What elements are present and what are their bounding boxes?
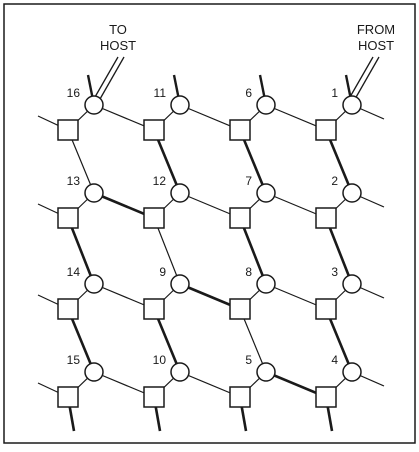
node-label-3: 3	[331, 265, 338, 279]
to-host-label-line2: HOST	[100, 38, 136, 53]
switch-square	[58, 208, 78, 228]
processor-node-13	[85, 184, 103, 202]
node-label-11: 11	[154, 86, 167, 100]
processor-node-12	[171, 184, 189, 202]
processor-node-6	[257, 96, 275, 114]
node-label-9: 9	[159, 265, 166, 279]
switch-square	[58, 120, 78, 140]
node-label-12: 12	[153, 174, 167, 188]
node-label-2: 2	[331, 174, 338, 188]
switch-square	[58, 387, 78, 407]
node-label-7: 7	[245, 174, 252, 188]
to-host-label-line1: TO	[109, 22, 127, 37]
network-nodes: 16 11 6 1 13 12 7 2 14 9 8 3 15 10 5 4	[58, 86, 361, 407]
from-host-label-line1: FROM	[357, 22, 395, 37]
switch-square	[316, 208, 336, 228]
processor-node-1	[343, 96, 361, 114]
switch-square	[316, 299, 336, 319]
processor-node-10	[171, 363, 189, 381]
node-label-5: 5	[245, 353, 252, 367]
to-host-link	[95, 57, 124, 99]
from-host-link	[350, 57, 379, 99]
switch-square	[316, 120, 336, 140]
processor-node-2	[343, 184, 361, 202]
processor-node-5	[257, 363, 275, 381]
node-label-4: 4	[331, 353, 338, 367]
switch-square	[316, 387, 336, 407]
node-label-8: 8	[245, 265, 252, 279]
processor-node-14	[85, 275, 103, 293]
processor-node-7	[257, 184, 275, 202]
node-label-15: 15	[67, 353, 81, 367]
processor-node-16	[85, 96, 103, 114]
from-host-label-line2: HOST	[358, 38, 394, 53]
switch-square	[144, 120, 164, 140]
node-label-13: 13	[67, 174, 81, 188]
processor-node-9	[171, 275, 189, 293]
switch-square	[230, 208, 250, 228]
node-label-1: 1	[331, 86, 338, 100]
node-label-16: 16	[67, 86, 81, 100]
switch-square	[144, 299, 164, 319]
switch-square	[58, 299, 78, 319]
processor-node-4	[343, 363, 361, 381]
node-label-10: 10	[153, 353, 167, 367]
switch-square	[144, 387, 164, 407]
switch-square	[230, 387, 250, 407]
node-label-14: 14	[67, 265, 81, 279]
switch-square	[230, 299, 250, 319]
switch-square	[144, 208, 164, 228]
processor-node-8	[257, 275, 275, 293]
node-label-6: 6	[245, 86, 252, 100]
switch-square	[230, 120, 250, 140]
processor-node-15	[85, 363, 103, 381]
processor-node-11	[171, 96, 189, 114]
processor-node-3	[343, 275, 361, 293]
